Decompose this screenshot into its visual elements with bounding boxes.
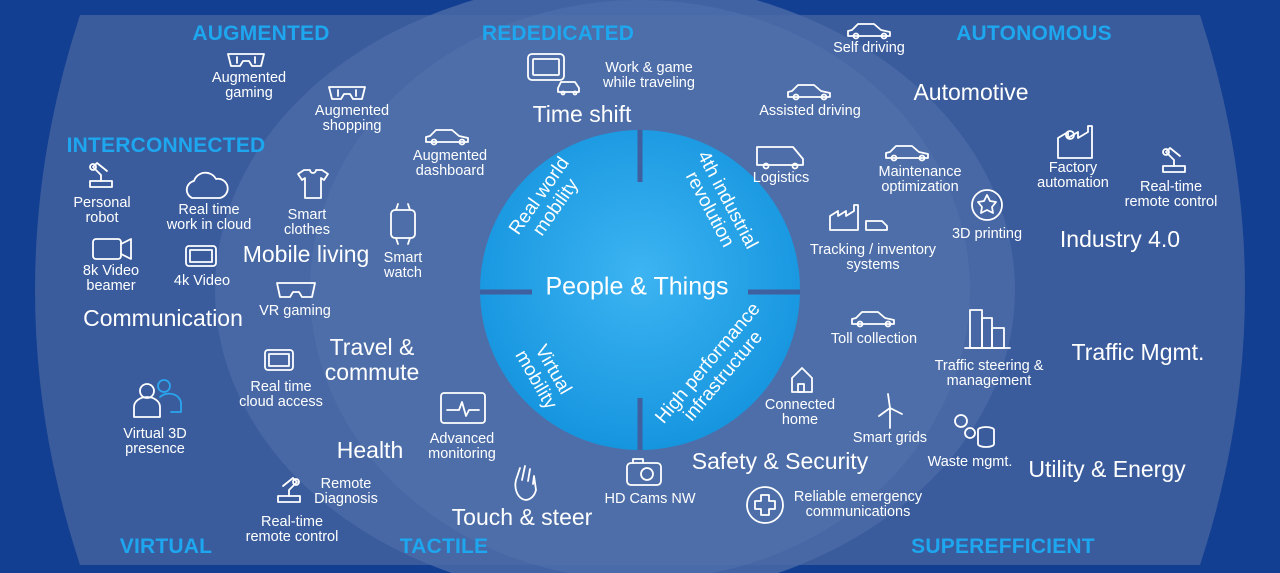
emergency-cross-icon [746,486,784,524]
building-icon [964,309,1011,349]
item-logistics: Logistics [752,170,810,186]
tablet-icon [264,349,294,371]
item-vr-gaming: VR gaming [259,303,331,319]
category-travel: Travel &commute [324,334,420,386]
item-3d-printing: 3D printing [951,226,1023,242]
truck-icon [756,146,804,170]
smart-watch-icon [390,203,416,245]
tablet-icon [185,245,217,267]
item-self-driving: Self driving [833,40,905,56]
factory-truck-icon [829,204,888,231]
center-title: People & Things [545,272,729,301]
category-time-shift: Time shift [532,101,632,127]
heading-superefficient: SUPEREFFICIENT [911,535,1095,558]
heading-virtual: VIRTUAL [119,535,213,558]
category-health: Health [336,437,404,463]
category-mobile-living: Mobile living [242,241,370,267]
category-traffic: Traffic Mgmt. [1071,339,1205,365]
item-video-4k: 4k Video [173,273,231,289]
heading-rededicated: REDEDICATED [481,22,635,45]
3d-printer-icon [971,189,1003,221]
car-icon [847,23,891,40]
factory-icon [1057,125,1093,159]
heading-interconnected: INTERCONNECTED [66,134,266,157]
video-beamer-icon [92,238,132,260]
cloud-icon [185,171,229,199]
item-hd-cams: HD Cams NW [604,491,696,507]
vr-goggles-icon [276,282,316,298]
category-utility: Utility & Energy [1028,456,1186,482]
category-safety: Safety & Security [691,448,869,474]
monitor-icon [440,392,486,424]
heading-autonomous: AUTONOMOUS [956,22,1112,45]
car-icon [851,311,895,328]
car-icon [425,129,469,146]
category-communication: Communication [83,305,243,331]
center-circle [480,130,800,450]
wind-turbine-icon [878,393,903,429]
robot-arm-icon [277,477,301,503]
tablet-car-icon [527,53,580,96]
robot-arm-icon [89,162,113,188]
item-waste: Waste mgmt. [927,454,1013,470]
vr-goggles-icon [227,53,265,67]
heading-augmented: AUGMENTED [192,22,330,45]
category-touch: Touch & steer [451,504,593,530]
car-icon [885,145,929,162]
item-traffic-steering: Traffic steering &management [934,358,1044,390]
house-icon [791,367,813,393]
category-automotive: Automotive [913,79,1029,105]
category-industry: Industry 4.0 [1059,226,1181,252]
item-toll-collection: Toll collection [830,331,918,347]
camera-icon [626,458,662,486]
heading-tactile: TACTILE [399,535,489,558]
item-assisted-driving: Assisted driving [759,103,861,119]
gears-icon [954,414,995,448]
item-smart-grids: Smart grids [852,430,928,446]
vr-goggles-icon [328,86,366,100]
shirt-icon [297,169,329,199]
people-icon [133,379,182,418]
car-icon [787,84,831,101]
hand-icon [514,465,537,501]
robot-arm-icon [1162,147,1186,173]
